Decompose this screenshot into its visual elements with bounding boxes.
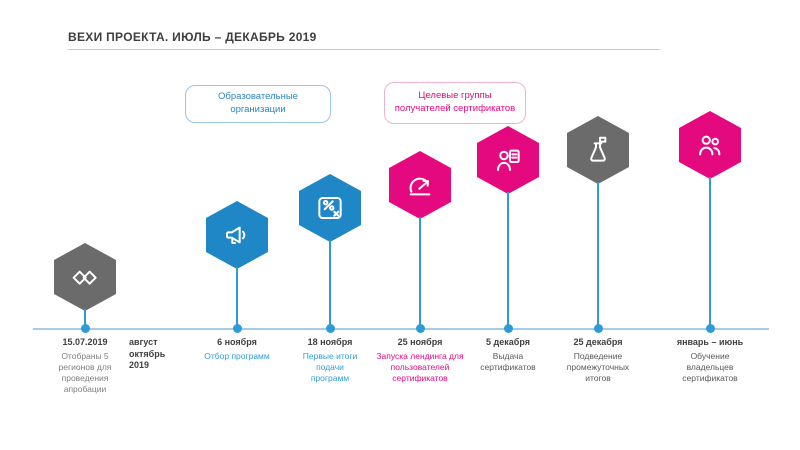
certificate-person-icon [497, 149, 520, 171]
flask-flag-icon [590, 136, 607, 162]
milestone-date: 18 ноября [307, 337, 353, 347]
people-icon [699, 135, 721, 156]
milestone-hexagon [389, 151, 451, 219]
milestone-date: август октябрь 2019 [129, 337, 166, 371]
milestone-date: 25 ноября [397, 337, 443, 347]
timeline-dot [80, 324, 90, 333]
milestone-hexagon [299, 174, 361, 242]
callout-target-groups: Целевые группы получателей сертификатов [384, 82, 526, 124]
handshake-icon [72, 270, 97, 285]
milestone-stem [329, 240, 331, 330]
milestone-date: 6 ноября [217, 337, 257, 347]
milestone-stem [84, 309, 86, 330]
timeline-axis [33, 328, 769, 330]
callout-label: Образовательные организации [218, 91, 298, 115]
milestone-description: Подведение промежуточных итогов [566, 351, 630, 384]
milestone-date: 25 декабря [573, 337, 623, 347]
milestone-stem [709, 177, 711, 330]
timeline-dot [705, 324, 715, 333]
timeline-dot [593, 324, 603, 333]
megaphone-icon [226, 226, 246, 244]
milestone-stem [597, 182, 599, 330]
milestone-hexagon [679, 111, 741, 179]
callout-label: Целевые группы получателей сертификатов [394, 90, 516, 114]
milestone-description: Обучение владельцев сертификатов [682, 351, 738, 384]
timeline-dot [232, 324, 242, 333]
milestone-description: Отбор программ [204, 351, 270, 361]
milestone-description: Запуска лендинга для пользователей серти… [376, 351, 464, 384]
milestone-hexagon [567, 116, 629, 184]
speedometer-icon [409, 177, 431, 196]
milestone-date: 5 декабря [486, 337, 530, 347]
milestone-stem [507, 192, 509, 330]
milestone-description: Выдача сертификатов [480, 351, 536, 373]
milestone-date: январь – июнь [676, 337, 744, 347]
timeline-dot [503, 324, 513, 333]
page-title: ВЕХИ ПРОЕКТА. ИЮЛЬ – ДЕКАБРЬ 2019 [68, 30, 317, 44]
milestone-hexagon [477, 126, 539, 194]
chart-percent-icon [318, 197, 342, 219]
title-divider [68, 49, 660, 50]
milestone-stem [236, 267, 238, 330]
milestone-hexagon [54, 243, 116, 311]
milestone-description: Отобраны 5 регионов для проведения апроб… [58, 351, 112, 395]
timeline-dot [325, 324, 335, 333]
milestone-description: Первые итоги подачи программ [302, 351, 358, 384]
milestone-stem [419, 217, 421, 330]
callout-educational-organizations: Образовательные организации [185, 85, 331, 123]
milestone-hexagon [206, 201, 268, 269]
milestone-date: 15.07.2019 [62, 337, 108, 347]
timeline-dot [415, 324, 425, 333]
